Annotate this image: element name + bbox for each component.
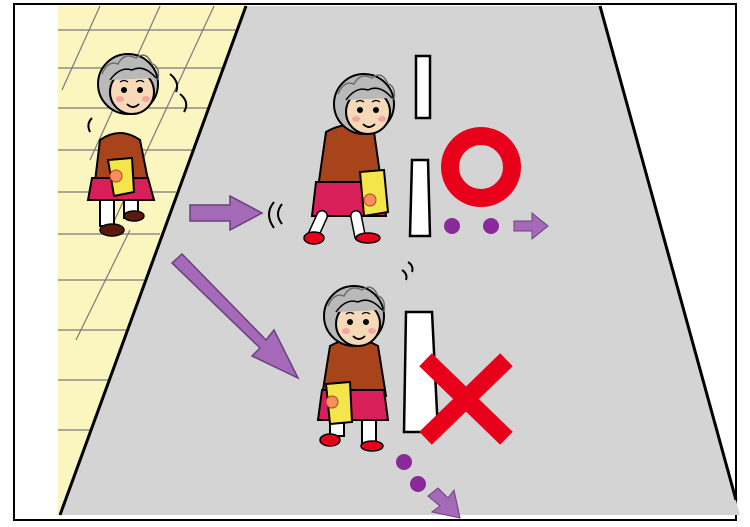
crossing-road-illustration (0, 0, 750, 527)
